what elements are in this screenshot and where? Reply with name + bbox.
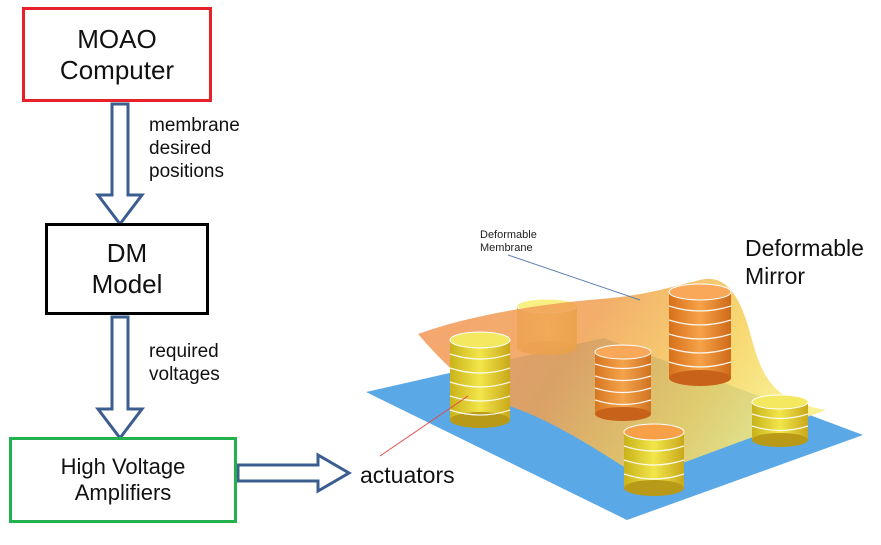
hva-box-line1: High Voltage <box>60 454 186 480</box>
label1-line1: membrane <box>149 115 240 136</box>
membrane-positions-label: membrane desired positions <box>149 114 240 184</box>
dm-model-box: DM Model <box>45 223 209 315</box>
moao-computer-box: MOAO Computer <box>22 7 212 102</box>
moao-box-line2: Computer <box>59 54 175 85</box>
membrane-label-line2: Membrane <box>480 241 533 254</box>
deformable-mirror-label: Deformable Mirror <box>745 234 864 290</box>
dm-label-line1: Deformable <box>745 235 864 261</box>
actuators-pointer-line <box>379 395 469 457</box>
membrane-pointer-line <box>507 254 641 301</box>
dm-box-line1: DM <box>106 238 148 269</box>
arrow-dm-to-hva <box>94 315 146 441</box>
moao-box-line1: MOAO <box>77 23 157 54</box>
arrow-moao-to-dm <box>94 102 146 227</box>
label1-line2: desired <box>149 138 212 160</box>
actuator-center <box>594 344 652 421</box>
required-voltages-label: required voltages <box>149 340 220 386</box>
arrow-hva-to-actuators <box>236 452 352 494</box>
dm-label-line2: Mirror <box>745 263 806 290</box>
label2-line2: voltages <box>149 364 220 386</box>
actuator-left <box>449 331 511 428</box>
label2-line1: required <box>149 341 219 362</box>
deformable-membrane-label: Deformable Membrane <box>480 229 537 254</box>
dm-box-line2: Model <box>91 269 163 299</box>
high-voltage-amplifiers-box: High Voltage Amplifiers <box>9 437 237 523</box>
actuator-far-right <box>751 394 809 447</box>
hva-box-line2: Amplifiers <box>74 480 172 505</box>
actuator-front <box>623 423 685 496</box>
actuator-tall-right <box>668 283 732 386</box>
label1-line3: positions <box>149 161 224 183</box>
actuators-label: actuators <box>360 462 455 488</box>
membrane-label-line1: Deformable <box>480 229 537 241</box>
